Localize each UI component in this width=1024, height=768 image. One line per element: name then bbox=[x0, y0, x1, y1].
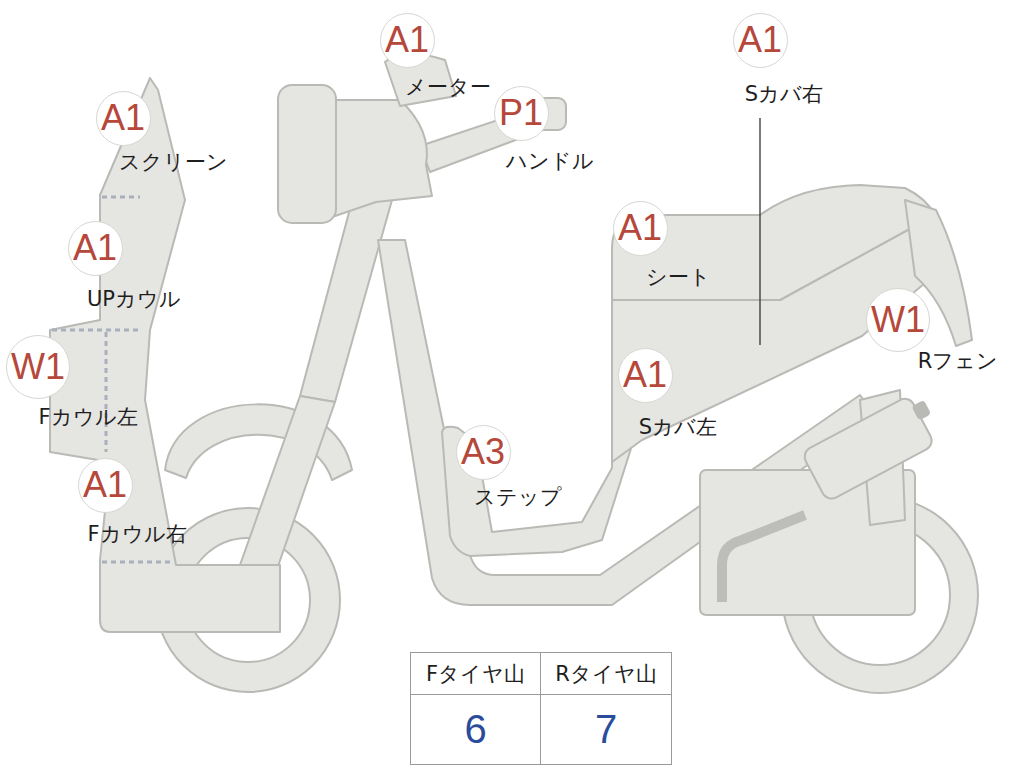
part-name: Rフェン bbox=[918, 349, 999, 374]
callout-circle: A1 bbox=[380, 13, 435, 68]
callout-circle: A3 bbox=[456, 425, 511, 480]
callout-circle: W1 bbox=[866, 288, 930, 352]
part-name: Sカバ右 bbox=[745, 82, 823, 107]
part-name: Fカウル左 bbox=[38, 405, 137, 430]
table-header: Rタイヤ山 bbox=[541, 653, 671, 695]
front-cowl bbox=[50, 78, 280, 632]
callout-node: A1Sカバ左 bbox=[618, 348, 673, 403]
tire-table: Fタイヤ山Rタイヤ山67 bbox=[410, 652, 672, 765]
leader-line bbox=[759, 118, 760, 345]
callout-circle: P1 bbox=[494, 86, 549, 141]
callout-node: A1スクリーン bbox=[96, 91, 151, 146]
callout-circle: A1 bbox=[96, 91, 151, 146]
callout-circle: A1 bbox=[733, 13, 788, 68]
cowl-seam bbox=[105, 332, 108, 452]
callout-code: A1 bbox=[101, 100, 145, 136]
callout-circle: A1 bbox=[78, 458, 133, 513]
callout-code: W1 bbox=[871, 302, 925, 338]
part-name: メーター bbox=[405, 75, 491, 100]
part-name: Fカウル右 bbox=[87, 522, 186, 547]
callout-code: A1 bbox=[385, 22, 429, 58]
callout-node: A1UPカウル bbox=[68, 221, 123, 276]
callout-node: A3ステップ bbox=[456, 425, 511, 480]
callout-node: W1Fカウル左 bbox=[6, 335, 70, 399]
exhaust-pipe bbox=[722, 515, 805, 602]
callout-circle: W1 bbox=[6, 335, 70, 399]
table-value: 6 bbox=[411, 695, 541, 764]
callout-code: P1 bbox=[499, 95, 543, 131]
callout-node: A1Sカバ右 bbox=[733, 13, 788, 68]
callout-node: A1シート bbox=[613, 201, 668, 256]
step-floor bbox=[442, 300, 640, 556]
part-name: Sカバ左 bbox=[639, 415, 717, 440]
callout-code: A1 bbox=[738, 22, 782, 58]
callout-node: A1Fカウル右 bbox=[78, 458, 133, 513]
headlight bbox=[278, 85, 336, 223]
cowl-seam bbox=[102, 196, 140, 199]
fork-lower bbox=[240, 396, 335, 572]
muffler-tip bbox=[913, 401, 930, 419]
callout-node: A1メーター bbox=[380, 13, 435, 68]
part-name: UPカウル bbox=[87, 287, 181, 312]
callout-code: A1 bbox=[623, 357, 667, 393]
callout-circle: A1 bbox=[613, 201, 668, 256]
head-cowl bbox=[335, 100, 432, 216]
callout-code: W1 bbox=[11, 349, 65, 385]
cowl-seam bbox=[102, 561, 172, 564]
part-name: シート bbox=[646, 265, 711, 290]
callout-code: A1 bbox=[618, 210, 662, 246]
muffler bbox=[801, 395, 935, 502]
part-name: スクリーン bbox=[119, 150, 228, 175]
cowl-seam bbox=[52, 329, 140, 332]
callout-code: A1 bbox=[73, 230, 117, 266]
table-header: Fタイヤ山 bbox=[411, 653, 541, 695]
table-value: 7 bbox=[541, 695, 671, 764]
seat bbox=[612, 185, 935, 300]
part-name: ステップ bbox=[474, 485, 562, 510]
callout-circle: A1 bbox=[618, 348, 673, 403]
callout-node: P1ハンドル bbox=[494, 86, 549, 141]
callout-code: A1 bbox=[83, 467, 127, 503]
callout-code: A3 bbox=[461, 434, 505, 470]
part-name: ハンドル bbox=[506, 149, 594, 174]
callout-circle: A1 bbox=[68, 221, 123, 276]
callout-node: W1Rフェン bbox=[866, 288, 930, 352]
